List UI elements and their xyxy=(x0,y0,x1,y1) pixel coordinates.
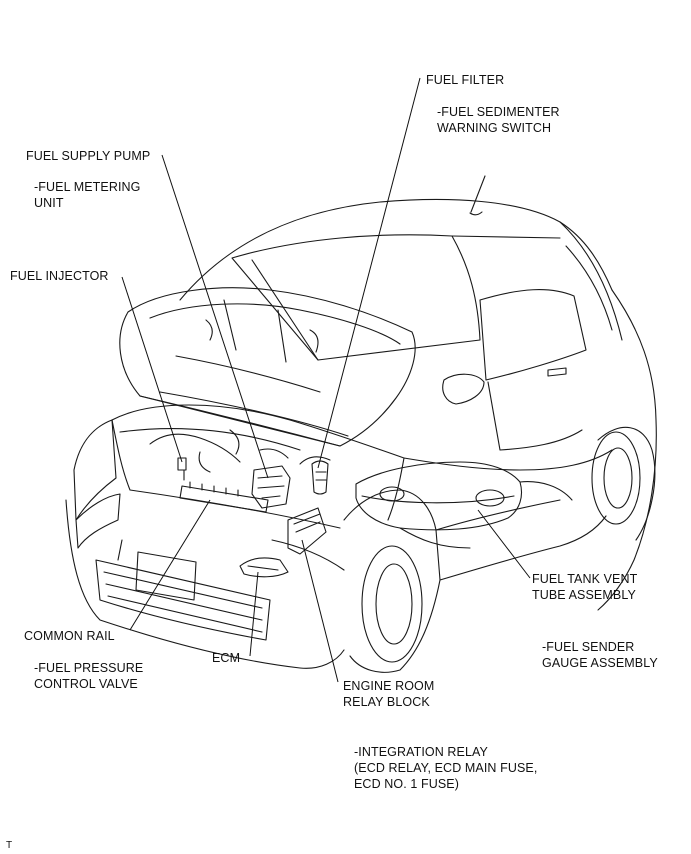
ecm-part xyxy=(287,507,327,555)
relay-block-part xyxy=(239,557,289,578)
fuel-sender-cover xyxy=(475,489,505,507)
label-fuel-injector: FUEL INJECTOR xyxy=(10,269,109,283)
label-fuel-tank-vent-tube-assembly: FUEL TANK VENT TUBE ASSEMBLY xyxy=(532,572,638,602)
engine-bay xyxy=(111,404,405,521)
label-fuel-metering-unit: -FUEL METERING UNIT xyxy=(34,180,141,210)
corner-mark: T xyxy=(6,840,13,851)
fuel-filter-part xyxy=(311,460,329,495)
label-fuel-sender-gauge-assembly: -FUEL SENDER GAUGE ASSEMBLY xyxy=(542,640,658,670)
leader-fuel-supply-pump xyxy=(161,154,269,479)
front-fascia xyxy=(73,419,117,521)
leader-common-rail xyxy=(129,499,211,631)
common-rail-part xyxy=(179,485,269,513)
label-fuel-supply-pump: FUEL SUPPLY PUMP xyxy=(26,149,151,163)
leader-fuel-injector xyxy=(121,276,183,463)
label-fuel-filter: FUEL FILTER xyxy=(426,73,505,87)
antenna xyxy=(469,175,486,216)
leader-ecm xyxy=(249,571,259,657)
rear-wheel xyxy=(591,431,641,525)
side-window xyxy=(479,289,587,381)
fuel-supply-pump xyxy=(251,465,291,509)
fuel-injector-part xyxy=(177,457,187,481)
label-engine-room-relay-block: ENGINE ROOM RELAY BLOCK xyxy=(343,679,435,709)
headlight xyxy=(75,493,121,549)
label-fuel-pressure-control-valve: -FUEL PRESSURE CONTROL VALVE xyxy=(34,661,144,691)
license-plate xyxy=(135,551,197,601)
roof-outline xyxy=(179,198,613,301)
door-handle xyxy=(547,367,567,377)
label-ecm: ECM xyxy=(212,651,241,665)
leader-engine-room-relay xyxy=(301,539,339,683)
rear-pillar xyxy=(559,221,623,341)
label-fuel-sedimenter-warning-switch: -FUEL SEDIMENTER WARNING SWITCH xyxy=(437,105,560,135)
label-integration-relay: -INTEGRATION RELAY (ECD RELAY, ECD MAIN … xyxy=(354,745,538,791)
front-wheel xyxy=(361,545,423,663)
fuel-tank xyxy=(355,461,523,531)
leader-fuel-filter xyxy=(317,77,421,469)
leader-fuel-tank-vent xyxy=(477,509,531,579)
mirror xyxy=(442,373,485,405)
label-common-rail: COMMON RAIL xyxy=(24,629,115,643)
